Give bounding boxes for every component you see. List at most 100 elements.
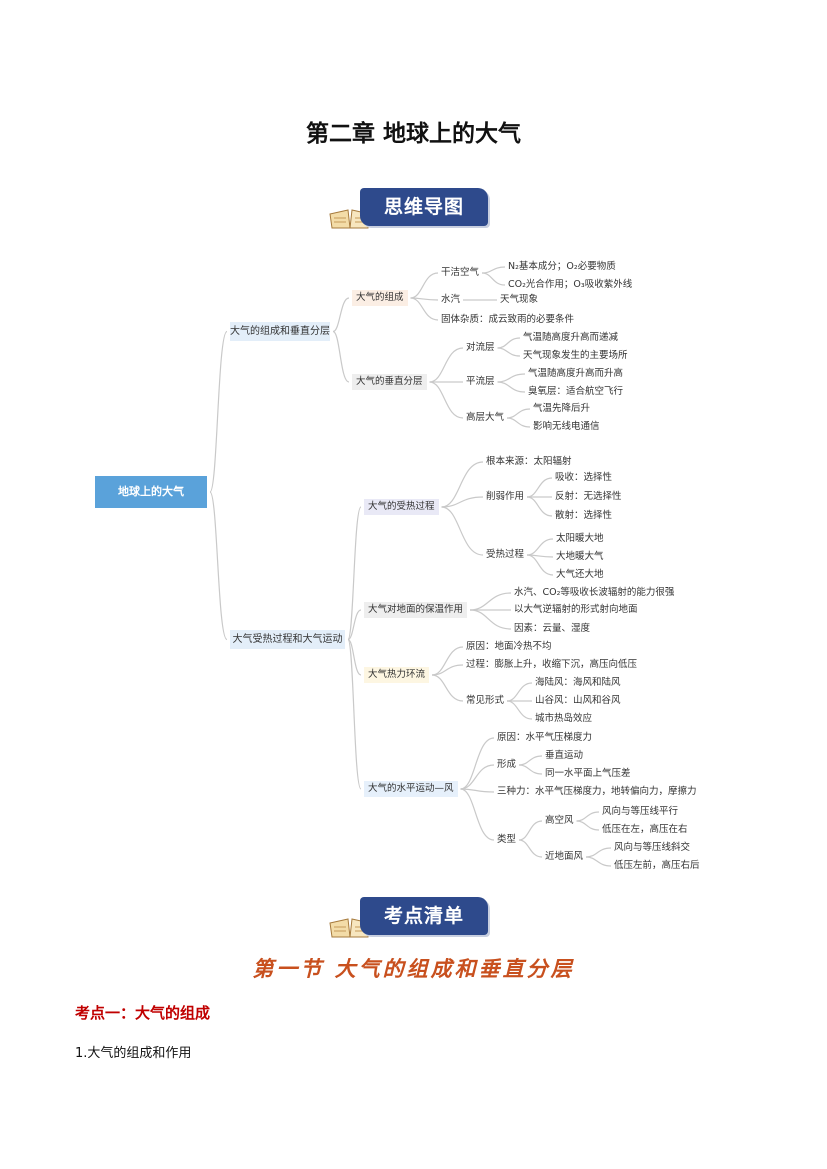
chapter-title: 第二章 地球上的大气 xyxy=(305,120,521,147)
paragraph: 1.大气的组成和作用 xyxy=(75,1046,192,1061)
connector-line xyxy=(431,646,464,676)
connector-line xyxy=(526,554,554,576)
mindmap-node: 对流层 xyxy=(466,342,495,353)
mindmap-node: 风向与等压线平行 xyxy=(602,806,679,817)
mindmap-node: 类型 xyxy=(497,834,517,845)
mindmap-node: 海陆风：海风和陆风 xyxy=(535,677,621,688)
connector-line xyxy=(429,347,464,383)
connector-line xyxy=(497,373,526,383)
mindmap-node: 天气现象发生的主要场所 xyxy=(523,350,628,361)
connector-line xyxy=(497,347,521,357)
connector-line xyxy=(431,674,464,702)
mindmap-node: 影响无线电通信 xyxy=(533,421,600,432)
mindmap-node: 天气现象 xyxy=(500,294,539,305)
connector-line xyxy=(347,609,362,641)
connector-line xyxy=(209,330,228,493)
mindmap-node: 散射：选择性 xyxy=(555,510,613,521)
connector-line xyxy=(585,856,612,867)
point-title: 考点一：大气的组成 xyxy=(75,1004,211,1022)
connector-line xyxy=(518,820,543,841)
connector-line xyxy=(526,538,554,556)
mindmap-node: 低压在左，高压在右 xyxy=(602,824,688,835)
mindmap-node: 平流层 xyxy=(466,376,495,387)
mindmap-node: 以大气逆辐射的形式射向地面 xyxy=(514,604,638,615)
mindmap-node: 同一水平面上气压差 xyxy=(545,768,631,779)
connector-line xyxy=(441,506,484,556)
connector-line xyxy=(441,496,484,508)
connector-line xyxy=(209,491,228,641)
mindmap-branch: 大气的组成和垂直分层 xyxy=(230,322,330,341)
mindmap-node: 过程：膨胀上升，收缩下沉，高压向低压 xyxy=(466,659,638,670)
mindmap-node: 山谷风：山风和谷风 xyxy=(535,695,621,706)
connector-line xyxy=(332,330,350,383)
connector-line xyxy=(460,737,495,790)
connector-line xyxy=(441,461,484,508)
connector-line xyxy=(347,638,362,790)
mindmap-node: CO₂光合作用；O₃吸收紫外线 xyxy=(508,279,633,290)
mindmap-node: 城市热岛效应 xyxy=(535,713,593,724)
mindmap-node: 吸收：选择性 xyxy=(555,472,613,483)
mindmap-node: 削弱作用 xyxy=(486,491,525,502)
mindmap-topic: 大气热力环流 xyxy=(364,667,430,683)
mindmap-node: 固体杂质：成云致雨的必要条件 xyxy=(441,314,575,325)
mindmap-node: 原因：水平气压梯度力 xyxy=(497,732,593,743)
mindmap-node: 低压左前，高压右后 xyxy=(614,860,700,871)
connector-line xyxy=(518,755,543,766)
connector-line xyxy=(506,700,533,720)
mindmap-root: 地球上的大气 xyxy=(95,476,207,508)
connector-line xyxy=(506,682,533,702)
mindmap-topic: 大气对地面的保温作用 xyxy=(364,602,468,618)
checklist-banner: 考点清单 xyxy=(328,897,493,939)
mindmap-topic: 大气的垂直分层 xyxy=(352,374,427,390)
connector-line xyxy=(429,381,464,419)
mindmap-node: 反射：无选择性 xyxy=(555,491,622,502)
connector-line xyxy=(481,272,506,286)
mindmap-node: 太阳暖大地 xyxy=(556,533,604,544)
connector-line xyxy=(410,297,439,321)
banner-label: 思维导图 xyxy=(360,188,488,226)
connector-line xyxy=(347,638,362,676)
mindmap-node: N₂基本成分；O₂必要物质 xyxy=(508,261,616,272)
connector-line xyxy=(432,664,464,676)
connector-line xyxy=(482,266,506,274)
mindmap-node: 形成 xyxy=(497,759,517,770)
connector-line xyxy=(460,788,495,793)
mindmap-node: 大气还大地 xyxy=(556,569,604,580)
mindmap-node: 垂直运动 xyxy=(545,750,584,761)
mindmap-node: 水汽 xyxy=(441,294,461,305)
connector-line xyxy=(527,554,554,558)
connector-line xyxy=(585,847,612,858)
section-title: 第一节 大气的组成和垂直分层 xyxy=(252,956,575,981)
mindmap-node: 近地面风 xyxy=(545,851,584,862)
connector-line xyxy=(576,820,600,831)
mindmap-node: 常见形式 xyxy=(466,695,505,706)
connector-line xyxy=(460,788,495,841)
mindmap-topic: 大气的受热过程 xyxy=(364,499,439,515)
mindmap-topic: 大气的水平运动—风 xyxy=(364,781,458,797)
connector-line xyxy=(576,811,600,822)
mindmap-node: 因素：云量、湿度 xyxy=(514,623,591,634)
mindmap-node: 受热过程 xyxy=(486,549,525,560)
mindmap-node: 高空风 xyxy=(545,815,574,826)
mindmap-node: 臭氧层：适合航空飞行 xyxy=(528,386,624,397)
connector-line xyxy=(469,609,512,630)
connector-line xyxy=(497,337,521,349)
mindmap-branch: 大气受热过程和大气运动 xyxy=(230,630,345,649)
banner-label: 考点清单 xyxy=(360,897,488,935)
mindmap-node: 气温先降后升 xyxy=(533,403,591,414)
connector-line xyxy=(469,592,512,611)
connector-line xyxy=(347,506,362,641)
mindmap-node: 三种力：水平气压梯度力，地转偏向力，摩擦力 xyxy=(497,786,697,797)
connector-line xyxy=(410,272,439,299)
mindmap-node: 根本来源：太阳辐射 xyxy=(486,456,572,467)
mindmap-node: 水汽、CO₂等吸收长波辐射的能力很强 xyxy=(514,587,675,598)
connector-line xyxy=(526,496,553,517)
mindmap-banner: 思维导图 xyxy=(328,188,493,230)
connector-line xyxy=(506,408,531,419)
mindmap-node: 气温随高度升高而升高 xyxy=(528,368,624,379)
mindmap-node: 风向与等压线斜交 xyxy=(614,842,691,853)
connector-line xyxy=(506,417,531,428)
connector-line xyxy=(332,297,350,333)
connector-line xyxy=(518,764,543,775)
connector-line xyxy=(460,764,495,790)
